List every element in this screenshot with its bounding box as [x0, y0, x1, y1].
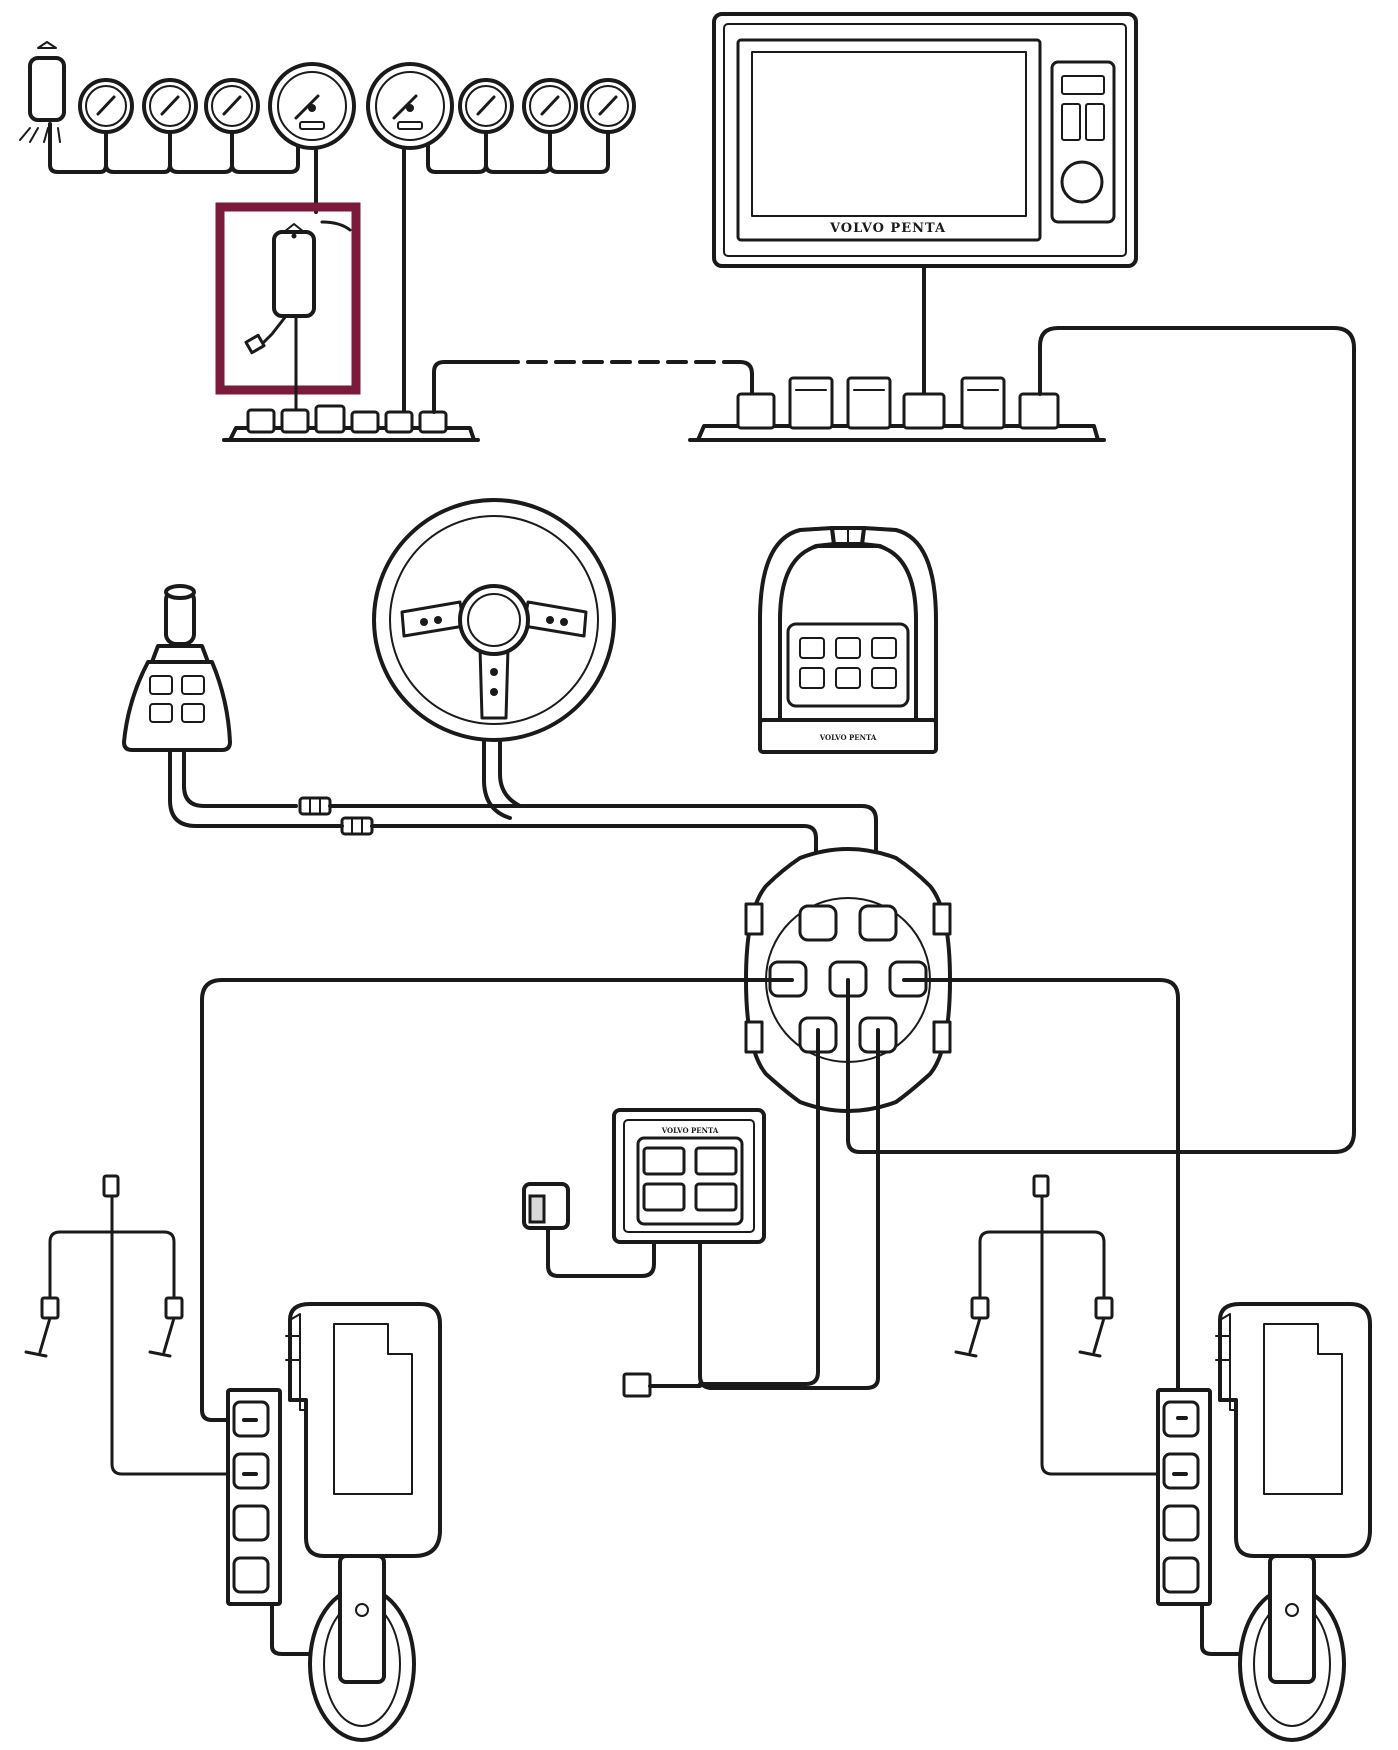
gauge-small-6	[580, 78, 636, 134]
display-unit: VOLVO PENTA	[712, 12, 1138, 402]
joystick	[122, 584, 298, 828]
gauge-small-1	[78, 78, 134, 134]
instrument-gauges	[19, 41, 636, 420]
left-bus-bar	[222, 360, 754, 442]
engine-port	[24, 1174, 442, 1742]
sensor-icon	[19, 41, 66, 143]
gauge-large-right	[366, 62, 454, 150]
inline-connectors	[294, 796, 878, 904]
gauge-small-5	[522, 78, 578, 134]
brand-label-display: VOLVO PENTA	[829, 221, 946, 236]
control-panel: VOLVO PENTA	[522, 1108, 766, 1398]
gauge-small-2	[142, 78, 198, 134]
highlight-frame	[215, 202, 361, 395]
highlighted-module	[215, 202, 361, 420]
gauge-small-4	[458, 78, 514, 134]
brand-label-panel: VOLVO PENTA	[661, 1126, 719, 1135]
central-hub	[200, 847, 1180, 1422]
gauge-large-left	[268, 62, 356, 150]
gauge-small-3	[204, 78, 260, 134]
brand-label-lever: VOLVO PENTA	[819, 733, 877, 742]
right-bus-bar	[688, 326, 1356, 1154]
steering-wheel	[372, 498, 616, 820]
engine-starboard	[954, 1174, 1372, 1742]
control-lever: VOLVO PENTA	[758, 526, 938, 754]
